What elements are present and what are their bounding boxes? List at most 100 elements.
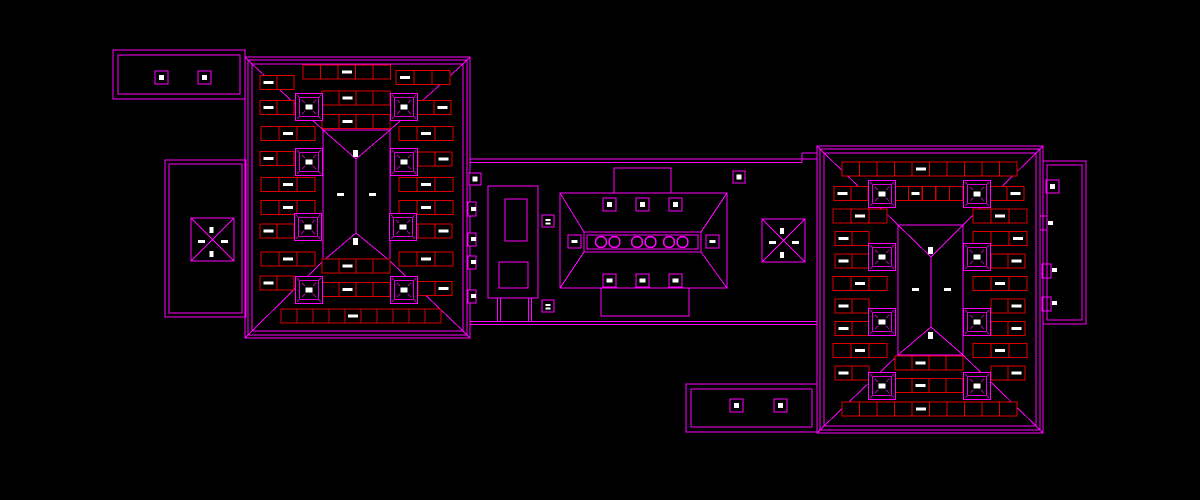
bay-cell: [319, 64, 339, 80]
annotation-mark: [792, 241, 799, 244]
pavilion-hip-tick: [980, 314, 985, 319]
bay-dash-mark: [342, 288, 353, 291]
wall-rect: [690, 388, 813, 428]
bay-cell: [990, 298, 1009, 314]
bay-cell: [354, 64, 374, 80]
annotation-mark: [353, 150, 358, 157]
pavilion-inner: [872, 247, 892, 267]
court-pavilion-diagonal: [761, 218, 806, 263]
bay-dash-mark: [283, 257, 293, 261]
wall-rect: [117, 54, 241, 95]
pavilion-hip-tick: [869, 394, 874, 399]
bay-cell: [260, 251, 280, 267]
bay-cell: [355, 113, 374, 130]
wall-rect: [600, 287, 690, 317]
bay-dash-mark: [437, 106, 448, 109]
pavilion-hip-tick: [412, 298, 417, 303]
pavilion-hip-tick: [885, 186, 890, 191]
pavilion-hip-tick: [312, 282, 317, 287]
pavilion-center-mark: [878, 319, 886, 325]
pavilion-hip-tick: [890, 244, 895, 249]
bay-cell: [434, 125, 454, 142]
pavilion-hip-tick: [869, 181, 874, 186]
annotation-mark: [221, 240, 228, 243]
pavilion-hip-tick: [969, 389, 974, 394]
wall-bump-mark: [1048, 221, 1053, 225]
bay-cell: [851, 298, 870, 314]
pavilion-hip-tick: [874, 260, 879, 265]
pavilion-hip-tick: [964, 265, 969, 270]
bay-cell: [972, 342, 992, 359]
pavilion-hip-tick: [391, 170, 396, 175]
bay-cell: [893, 161, 913, 177]
post-center-mark: [778, 403, 783, 408]
pavilion-hip-tick: [395, 219, 400, 224]
pavilion-hip-tick: [312, 165, 317, 170]
wall-rect: [897, 224, 964, 356]
annotation-mark: [928, 247, 933, 254]
bay-dash-mark: [995, 349, 1005, 352]
bay-cell: [276, 74, 295, 91]
pavilion-hip-tick: [317, 94, 322, 99]
bay-dash-mark: [915, 167, 926, 171]
pavilion-center-mark: [973, 191, 981, 197]
pavilion-center-mark: [400, 159, 408, 165]
court-pavilion-diagonal: [190, 217, 235, 262]
pavilion-hip-tick: [316, 214, 321, 219]
pavilion-hip-tick: [407, 154, 412, 159]
bay-cell: [296, 125, 316, 142]
pavilion-hip-tick: [890, 265, 895, 270]
pavilion-hip-tick: [985, 265, 990, 270]
post-center-mark: [709, 240, 716, 243]
bay-cell: [841, 401, 861, 417]
bay-cell: [413, 69, 433, 86]
pavilion-hip-tick: [980, 260, 985, 265]
bay-cell: [946, 401, 966, 417]
pavilion-hip-tick: [390, 235, 395, 240]
bay-cell: [868, 342, 888, 359]
bay-cell: [972, 275, 992, 292]
bay-dash-mark: [837, 192, 848, 195]
pavilion-hip-tick: [311, 230, 316, 235]
pavilion-hip-tick: [312, 99, 317, 104]
bay-cell: [372, 258, 391, 274]
bay-cell: [276, 223, 295, 239]
bay-dash-mark: [263, 281, 274, 285]
bay-dash-mark: [421, 183, 431, 186]
wall-rect: [819, 148, 1041, 431]
roof-line: [823, 354, 899, 427]
pavilion-hip-tick: [391, 115, 396, 120]
pavilion-hip-tick: [964, 394, 969, 399]
bay-cell: [946, 161, 966, 177]
roof-line: [244, 330, 253, 339]
pavilion-hip-tick: [969, 249, 974, 254]
pavilion-hip-tick: [406, 219, 411, 224]
pavilion-hip-tick: [316, 235, 321, 240]
bay-cell: [1008, 275, 1028, 292]
bay-cell: [360, 308, 378, 324]
pavilion-hip-tick: [874, 378, 879, 383]
pavilion-hip-tick: [869, 265, 874, 270]
pavilion-hip-tick: [969, 325, 974, 330]
pavilion-hip-tick: [301, 282, 306, 287]
roof-line: [1035, 145, 1044, 154]
pavilion-inner: [394, 97, 414, 117]
bay-cell: [355, 281, 374, 298]
pavilion-hip-tick: [985, 309, 990, 314]
bay-dash-mark: [283, 132, 293, 135]
pavilion-hip-tick: [885, 325, 890, 330]
roof-line: [962, 354, 1037, 427]
bay-dash-mark: [915, 407, 926, 411]
bay-dash-mark: [263, 106, 274, 109]
pavilion-inner: [967, 184, 987, 204]
post-center-mark: [472, 176, 478, 182]
bay-cell: [392, 308, 410, 324]
bay-cell: [981, 401, 1001, 417]
pavilion-inner: [394, 152, 414, 172]
pavilion-center-mark: [400, 104, 408, 110]
pavilion-hip-tick: [407, 282, 412, 287]
bay-dash-mark: [838, 237, 849, 240]
pavilion-hip-tick: [869, 202, 874, 207]
bay-dash-mark: [995, 282, 1005, 285]
